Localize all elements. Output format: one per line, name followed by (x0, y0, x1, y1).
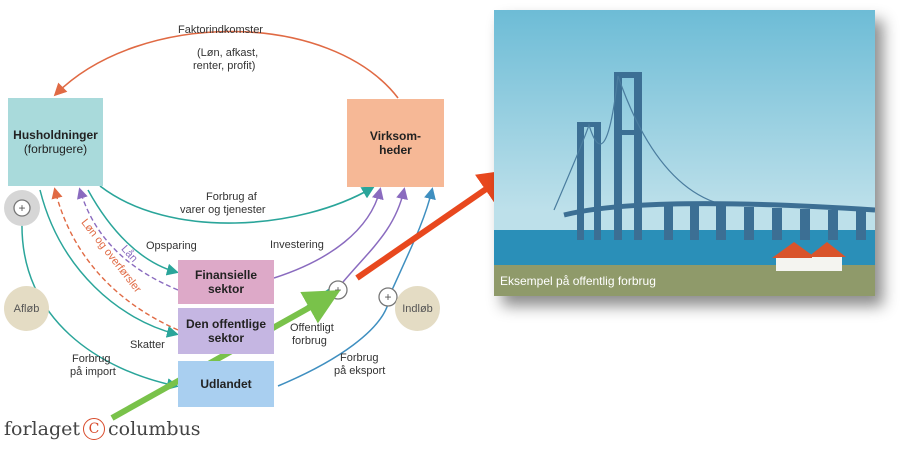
import-label2: på import (70, 366, 116, 378)
public-to-firms-arrow (342, 187, 408, 283)
savings-label: Opsparing (146, 240, 197, 252)
households-subtitle: (forbrugere) (23, 142, 88, 156)
loans-arrow (77, 187, 179, 291)
investment-arrow (273, 187, 384, 279)
import-arrow (21, 221, 179, 391)
factor-income-title: Faktorindkomster (178, 24, 263, 36)
financial-sector-box: Finansielle sektor (178, 260, 274, 304)
green-highlight-arrow (110, 290, 341, 421)
wages-transfers-arrow (51, 187, 179, 331)
firms-box: Virksom- heder (347, 99, 444, 187)
inflow-label: Indløb (402, 302, 433, 315)
logo-text-left: forlaget (4, 418, 80, 440)
household-node-plus: + (18, 201, 25, 215)
public-consumption-label2: forbrug (292, 335, 327, 347)
savings-arrow (87, 189, 179, 276)
red-pointer-arrow (355, 169, 515, 281)
export-label1: Forbrug (340, 352, 379, 364)
consumption-arrow (99, 185, 375, 224)
household-node (13, 199, 31, 217)
photo-caption: Eksempel på offentlig forbrug (500, 274, 656, 288)
firms-line2: heder (379, 143, 412, 157)
foreign-box: Udlandet (178, 361, 274, 407)
financial-line1: Finansielle (194, 268, 258, 282)
export-arrow (277, 303, 389, 387)
households-box: Husholdninger (forbrugere) (8, 98, 103, 186)
outflow-label: Afløb (13, 302, 40, 315)
firms-line1: Virksom- (369, 129, 422, 143)
foreign-label: Udlandet (200, 377, 252, 391)
export-node-plus: + (384, 290, 391, 304)
export-label2: på eksport (334, 365, 386, 377)
publisher-logo: forlaget C columbus (4, 418, 201, 440)
public-sector-box: Den offentlige sektor (178, 308, 274, 354)
copyright-logo-icon: C (83, 418, 105, 440)
public-line1: Den offentlige (186, 317, 266, 331)
financial-line2: sektor (207, 282, 245, 296)
consumption-label2: varer og tjenester (180, 204, 266, 216)
bridge-illustration (494, 10, 875, 296)
public-node-plus: + (334, 283, 341, 297)
logo-text-right: columbus (108, 418, 201, 440)
consumption-label1: Forbrug af (206, 191, 257, 203)
investment-label: Investering (270, 239, 324, 251)
public-consumption-label1: Offentligt (290, 322, 334, 334)
inflow-circle: Indløb (395, 286, 440, 331)
outflow-circle: Afløb (4, 286, 49, 331)
factor-income-detail1: (Løn, afkast, (197, 47, 259, 59)
taxes-label: Skatter (130, 339, 165, 351)
factor-income-detail2: renter, profit) (193, 60, 256, 72)
taxes-arrow (39, 189, 179, 338)
households-title: Husholdninger (13, 128, 98, 142)
bridge-photo: Eksempel på offentlig forbrug (494, 10, 875, 296)
import-label1: Forbrug (72, 353, 111, 365)
public-line2: sektor (207, 331, 245, 345)
factor-income-arrow (53, 30, 399, 99)
